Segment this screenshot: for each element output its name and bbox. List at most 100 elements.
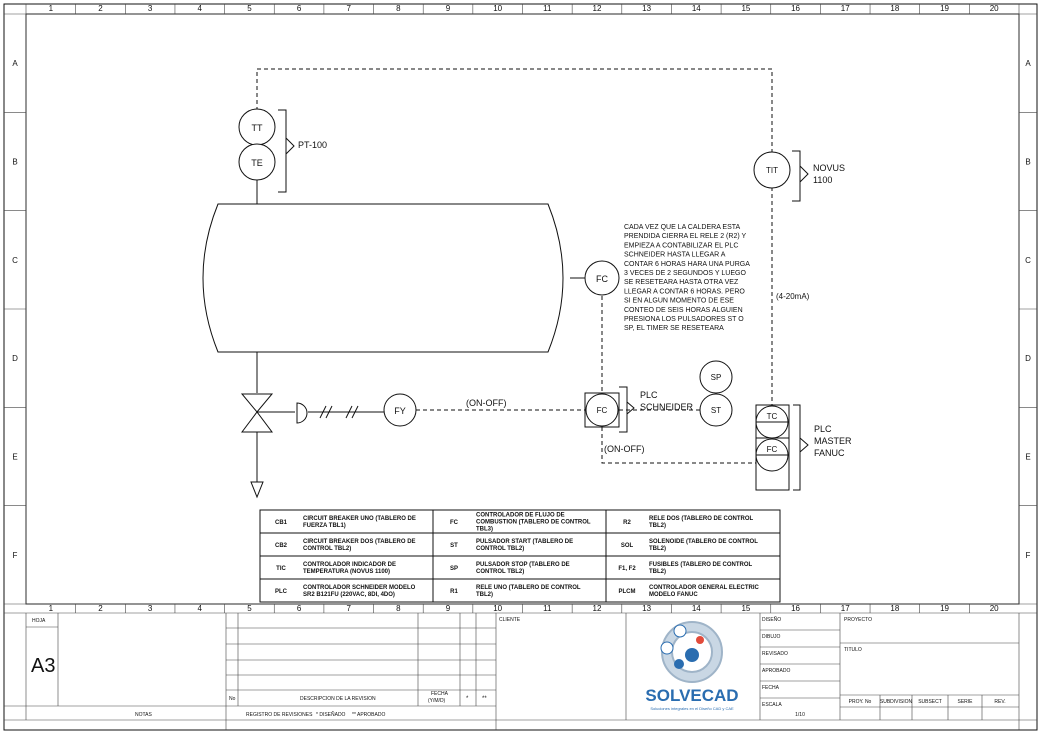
fc-plc-instrument: FC xyxy=(584,392,620,428)
no-label: No xyxy=(229,696,236,702)
legend-description: FUSIBLES (TABLERO DE CONTROL xyxy=(649,562,753,568)
plc-schneider-label: PLC xyxy=(640,390,658,400)
column-label: 7 xyxy=(346,604,351,613)
column-label: 12 xyxy=(593,604,602,613)
row-label: C xyxy=(12,256,18,265)
column-label: 19 xyxy=(940,4,949,13)
column-label: 3 xyxy=(148,4,153,13)
tt-instrument: TT xyxy=(238,108,276,146)
legend-description: RELE DOS (TABLERO DE CONTROL xyxy=(649,516,754,522)
plc-schneider-model-label: SCHNEIDER xyxy=(640,402,694,412)
legend-code: ST xyxy=(450,543,458,549)
on-off-label-1: (ON-OFF) xyxy=(466,398,507,408)
note-line: LLEGAR A CONTAR 6 HORAS. PERO xyxy=(624,288,745,295)
column-label: 17 xyxy=(841,4,850,13)
note-line: SP, EL TIMER SE RESETEARA xyxy=(624,325,724,332)
legend-code: CB2 xyxy=(275,543,288,549)
column-label: 17 xyxy=(841,604,850,613)
legend-description: CONTROL TBL2) xyxy=(303,546,351,552)
column-label: 8 xyxy=(396,4,401,13)
row-label: E xyxy=(12,453,17,462)
analog-signal-label: (4-20mA) xyxy=(776,292,810,301)
column-label: 14 xyxy=(692,4,701,13)
column-label: 6 xyxy=(297,4,302,13)
note-line: CONTEO DE SEIS HORAS ALGUIEN xyxy=(624,307,743,314)
column-label: 18 xyxy=(890,4,899,13)
column-label: 9 xyxy=(446,604,451,613)
note-line: PRESIONA LOS PULSADORES ST O xyxy=(624,316,744,323)
fc-vessel-instrument: FC xyxy=(584,260,620,296)
legend-description: CONTROLADOR DE FLUJO DE xyxy=(476,513,565,519)
aprobado-field-label: APROBADO xyxy=(762,668,790,674)
legend-description: TBL2) xyxy=(476,592,493,598)
legend-description: TEMPERATURA (NOVUS 1100) xyxy=(303,569,390,575)
tc-label: TC xyxy=(767,412,778,421)
column-label: 8 xyxy=(396,604,401,613)
column-label: 7 xyxy=(346,4,351,13)
column-label: 11 xyxy=(543,4,552,13)
signal-line-tt-to-tit xyxy=(256,68,773,160)
row-label: D xyxy=(1025,354,1031,363)
signal-line-plc-to-master xyxy=(601,427,757,464)
te-instrument: TE xyxy=(238,143,276,181)
legend-description: TBL2) xyxy=(649,569,666,575)
pneumatic-hashes xyxy=(319,405,359,419)
legend-description: TBL2) xyxy=(649,546,666,552)
legend-description: PULSADOR STOP (TABLERO DE xyxy=(476,562,570,568)
legend-description: CONTROL TBL2) xyxy=(476,546,524,552)
dibujo-label: DIBUJO xyxy=(762,634,780,640)
escala-value: 1/10 xyxy=(795,712,805,718)
legend-code: TIC xyxy=(276,566,286,572)
boiler-vessel xyxy=(202,203,564,353)
column-label: 9 xyxy=(446,4,451,13)
legend-description: SR2 B121FU (220VAC, 8DI, 4DO) xyxy=(303,592,395,598)
novus-model-label: 1100 xyxy=(813,175,832,185)
note-line: SCHNEIDER HASTA LLEGAR A xyxy=(624,252,726,259)
legend-code: PLCM xyxy=(619,589,636,595)
notas-label: NOTAS xyxy=(135,712,153,718)
st-label: ST xyxy=(711,406,721,415)
column-label: 18 xyxy=(890,604,899,613)
fy-label: FY xyxy=(394,406,406,416)
column-label: 19 xyxy=(940,604,949,613)
column-label: 11 xyxy=(543,604,552,613)
row-label: A xyxy=(12,59,18,68)
star-label: * xyxy=(466,696,469,702)
novus-label: NOVUS xyxy=(813,163,845,173)
legend-description: TBL2) xyxy=(649,523,666,529)
note-line: PRENDIDA CIERRA EL RELE 2 (R2) Y xyxy=(624,233,746,240)
titulo-label: TITULO xyxy=(844,647,862,653)
sheet-size-value: A3 xyxy=(31,655,55,677)
proy-no-label: PROY. No xyxy=(849,699,872,705)
proyecto-label: PROYECTO xyxy=(844,617,872,623)
row-label: D xyxy=(12,354,18,363)
legend-code: R1 xyxy=(450,589,458,595)
brand-name: SOLVECAD xyxy=(645,686,738,705)
column-label: 6 xyxy=(297,604,302,613)
on-off-label-2: (ON-OFF) xyxy=(604,444,645,454)
note-line: SE RESETEARA HASTA OTRA VEZ xyxy=(624,279,739,286)
legend-code: SOL xyxy=(621,543,634,549)
aprobado-label: ** APROBADO xyxy=(352,712,385,718)
diseno-label: DISEÑO xyxy=(762,616,781,623)
plc-master-label-2: MASTER xyxy=(814,436,852,446)
disenado-label: * DISEÑADO xyxy=(316,711,346,718)
fecha-field-label: FECHA xyxy=(762,685,780,691)
tit-instrument: TIT xyxy=(753,151,791,189)
descripcion-label: DESCRIPCION DE LA REVISION xyxy=(300,696,376,702)
legend-description: COMBUSTION (TABLERO DE CONTROL xyxy=(476,520,591,526)
column-label: 1 xyxy=(49,4,54,13)
tit-label: TIT xyxy=(766,166,778,175)
column-label: 12 xyxy=(593,4,602,13)
column-label: 2 xyxy=(98,4,103,13)
row-label: B xyxy=(1025,158,1030,167)
revisado-label: REVISADO xyxy=(762,651,788,657)
column-label: 10 xyxy=(493,4,502,13)
te-label: TE xyxy=(251,158,263,168)
column-label: 15 xyxy=(741,604,750,613)
cliente-label: CLIENTE xyxy=(499,617,521,623)
subdivision-label: SUBDIVISION xyxy=(880,699,913,705)
